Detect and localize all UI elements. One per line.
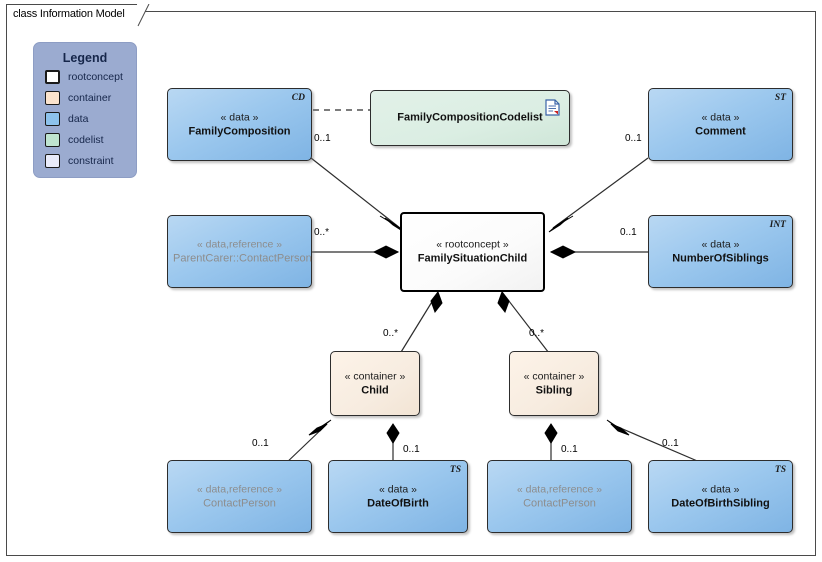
- multiplicity-sibling: 0..*: [529, 328, 545, 339]
- stereotype-parentcarer-contactperson: « data,reference »: [196, 238, 283, 250]
- diagram-frame-tab-slant: [137, 4, 155, 27]
- stereotype-child: « container »: [344, 370, 406, 382]
- type-tag-ts-dateofbirth: TS: [449, 465, 461, 475]
- legend-item-data: data: [45, 110, 136, 128]
- class-node-family-composition[interactable]: CD « data » FamilyComposition: [167, 88, 312, 161]
- legend-item-container: container: [45, 89, 136, 107]
- legend-swatch-constraint: [45, 154, 60, 168]
- stereotype-number-of-siblings: « data »: [701, 238, 740, 250]
- class-node-family-situation-child[interactable]: « rootconcept » FamilySituationChild: [400, 212, 545, 292]
- document-icon: [545, 99, 560, 116]
- class-name-number-of-siblings: NumberOfSiblings: [672, 252, 769, 264]
- class-node-date-of-birth-sibling[interactable]: TS « data » DateOfBirthSibling: [648, 460, 793, 533]
- class-name-family-composition: FamilyComposition: [188, 125, 291, 137]
- stereotype-sibling: « container »: [523, 370, 585, 382]
- legend-swatch-container: [45, 91, 60, 105]
- legend-item-constraint: constraint: [45, 152, 136, 170]
- multiplicity-contactperson-child: 0..1: [252, 438, 269, 449]
- stereotype-date-of-birth: « data »: [379, 483, 417, 495]
- stereotype-date-of-birth-sibling: « data »: [701, 483, 740, 495]
- multiplicity-comment: 0..1: [625, 133, 642, 144]
- diagram-frame-tab-mask: [7, 11, 137, 13]
- type-tag-int: INT: [769, 220, 786, 230]
- class-node-contactperson-child[interactable]: « data,reference » ContactPerson: [167, 460, 312, 533]
- legend-label-container: container: [68, 92, 112, 104]
- multiplicity-family-composition: 0..1: [314, 133, 331, 144]
- stereotype-comment: « data »: [701, 111, 740, 123]
- diagram-frame: [6, 11, 816, 556]
- class-node-number-of-siblings[interactable]: INT « data » NumberOfSiblings: [648, 215, 793, 288]
- legend-label-codelist: codelist: [68, 134, 104, 146]
- class-node-parentcarer-contactperson[interactable]: « data,reference » ParentCarer::ContactP…: [167, 215, 312, 288]
- class-node-contactperson-sibling[interactable]: « data,reference » ContactPerson: [487, 460, 632, 533]
- diagram-frame-tab: [6, 4, 138, 26]
- multiplicity-child: 0..*: [383, 328, 399, 339]
- legend-panel: Legend rootconcept container data codeli…: [33, 42, 137, 178]
- legend-item-codelist: codelist: [45, 131, 136, 149]
- legend-title: Legend: [62, 51, 108, 65]
- stereotype-family-composition: « data »: [220, 111, 259, 123]
- class-node-date-of-birth[interactable]: TS « data » DateOfBirth: [328, 460, 468, 533]
- multiplicity-contactperson-sibling: 0..1: [561, 444, 578, 455]
- legend-item-rootconcept: rootconcept: [45, 68, 136, 86]
- class-name-comment: Comment: [695, 125, 746, 137]
- class-name-sibling: Sibling: [535, 384, 573, 396]
- class-node-sibling[interactable]: « container » Sibling: [509, 351, 599, 416]
- type-tag-cd: CD: [291, 93, 305, 103]
- legend-label-rootconcept: rootconcept: [68, 71, 123, 83]
- class-name-family-composition-codelist: FamilyCompositionCodelist: [397, 111, 543, 124]
- legend-swatch-data: [45, 112, 60, 126]
- legend-label-data: data: [68, 113, 89, 125]
- legend-swatch-rootconcept: [45, 70, 60, 84]
- multiplicity-date-of-birth: 0..1: [403, 444, 420, 455]
- diagram-title: class Information Model: [13, 8, 125, 20]
- class-name-family-situation-child: FamilySituationChild: [417, 252, 528, 265]
- class-node-child[interactable]: « container » Child: [330, 351, 420, 416]
- legend-swatch-codelist: [45, 133, 60, 147]
- class-name-date-of-birth: DateOfBirth: [367, 497, 429, 509]
- class-name-child: Child: [361, 384, 389, 396]
- class-name-contactperson-sibling: ContactPerson: [523, 497, 596, 509]
- class-name-date-of-birth-sibling: DateOfBirthSibling: [671, 497, 770, 509]
- type-tag-st: ST: [774, 93, 786, 103]
- class-node-family-composition-codelist[interactable]: FamilyCompositionCodelist: [370, 90, 570, 146]
- class-name-contactperson-child: ContactPerson: [203, 497, 276, 509]
- multiplicity-parentcarer-contactperson: 0..*: [314, 227, 330, 238]
- stereotype-contactperson-sibling: « data,reference »: [516, 483, 603, 495]
- class-node-comment[interactable]: ST « data » Comment: [648, 88, 793, 161]
- type-tag-ts-dateofbirthsibling: TS: [774, 465, 786, 475]
- stereotype-contactperson-child: « data,reference »: [196, 483, 283, 495]
- legend-label-constraint: constraint: [68, 155, 114, 167]
- multiplicity-number-of-siblings: 0..1: [620, 227, 637, 238]
- stereotype-family-situation-child: « rootconcept »: [436, 238, 509, 251]
- class-name-parentcarer-contactperson: ParentCarer::ContactPerson: [173, 252, 312, 264]
- multiplicity-date-of-birth-sibling: 0..1: [662, 438, 679, 449]
